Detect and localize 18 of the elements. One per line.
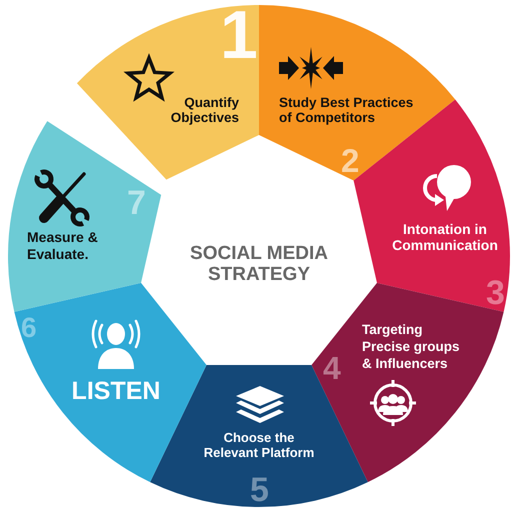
- ring-segment: [8, 121, 162, 312]
- step-label: Study Best Practices of Competitors: [279, 95, 414, 125]
- step-number: 6: [21, 314, 37, 342]
- step-label: Quantify Objectives: [170, 95, 239, 125]
- step-number: 3: [486, 276, 505, 310]
- step-label: Targeting Precise groups & Influencers: [362, 321, 461, 372]
- step-label: LISTEN: [71, 377, 161, 405]
- step-number: 2: [341, 144, 360, 177]
- step-label: Choose the Relevant Platform: [203, 430, 315, 460]
- ring-segment: [76, 5, 259, 180]
- step-number: 7: [127, 186, 146, 220]
- step-number: 1: [220, 1, 258, 69]
- step-label: Measure & Evaluate.: [27, 229, 99, 263]
- step-label: Intonation in Communication: [392, 221, 498, 253]
- ring-segment: [258, 5, 456, 181]
- diagram-title: SOCIAL MEDIA STRATEGY: [190, 243, 328, 285]
- step-number: 5: [250, 473, 269, 507]
- step-number: 4: [323, 352, 341, 384]
